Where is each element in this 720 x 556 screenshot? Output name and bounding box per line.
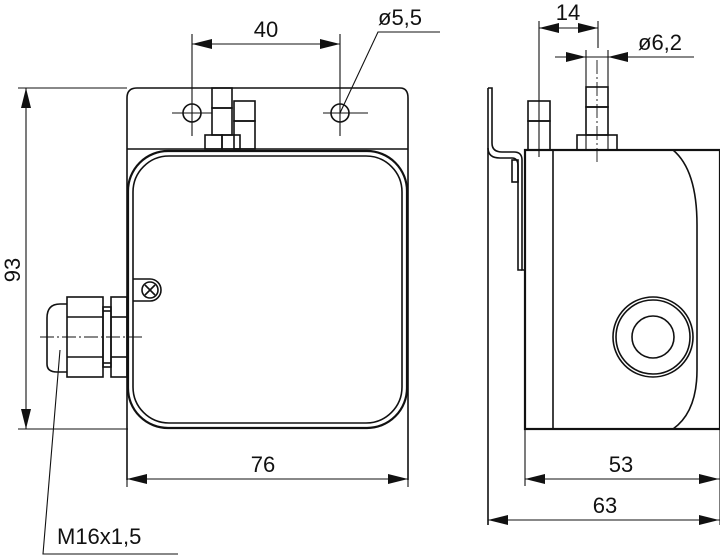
housing-body — [523, 148, 720, 431]
dimension-label-hole-diameter: ø5,5 — [378, 5, 422, 30]
front-view: 40 ø5,5 93 76 M16x1,5 — [0, 5, 440, 555]
dimension-width: 76 — [126, 452, 409, 487]
dimension-label-nozzle-diameter: ø6,2 — [638, 30, 682, 55]
pressure-nozzles-side — [527, 21, 618, 162]
cable-gland — [40, 296, 145, 378]
side-view: 14 ø6,2 53 63 — [487, 0, 720, 525]
enclosure-outline — [126, 87, 409, 480]
dimension-label-m16: M16x1,5 — [57, 524, 141, 549]
dimension-body-depth: 53 — [524, 429, 720, 525]
dimension-nozzle-offset: 14 — [539, 0, 599, 48]
dimension-height: 93 — [0, 87, 128, 430]
mounting-bracket — [487, 87, 525, 525]
dimension-label-14: 14 — [556, 0, 580, 25]
lid-screw — [133, 278, 162, 302]
dimension-cable-gland-thread: M16x1,5 — [42, 349, 178, 555]
dimension-label-53: 53 — [609, 452, 633, 477]
mounting-hole-left — [172, 96, 212, 136]
lid-profile — [672, 149, 698, 430]
dimension-nozzle-diameter: ø6,2 — [555, 30, 694, 87]
dimension-label-40: 40 — [254, 17, 278, 42]
dimension-label-63: 63 — [593, 493, 617, 518]
cable-gland-end-view — [612, 296, 694, 378]
dimension-label-93: 93 — [0, 258, 25, 282]
lid-outer — [126, 149, 409, 430]
lid-inner — [132, 155, 403, 424]
dimension-hole-spacing: 40 — [191, 17, 341, 96]
dimension-label-76: 76 — [251, 452, 275, 477]
dimension-overall-depth: 63 — [488, 493, 720, 525]
pressure-nozzles-front — [204, 87, 256, 150]
mounting-hole-right — [323, 96, 368, 136]
dimension-hole-diameter: ø5,5 — [339, 5, 440, 114]
